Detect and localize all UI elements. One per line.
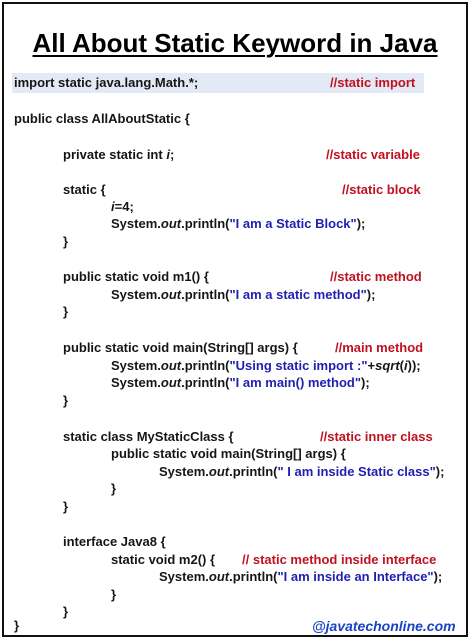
static-block-assign: i=4;	[111, 199, 134, 215]
print-prefix: System.	[111, 375, 161, 390]
sqrt-close: ));	[407, 358, 421, 373]
print-prefix: System.	[159, 569, 209, 584]
main-close: }	[63, 393, 69, 408]
print-out: out	[208, 569, 230, 584]
print-close: );	[433, 569, 443, 584]
static-block-close: }	[63, 234, 69, 249]
m2-comment: // static method inside interface	[242, 552, 437, 567]
sqrt-arg: i	[404, 358, 408, 373]
static-block-msg: "I am a Static Block"	[229, 216, 357, 231]
open-paren: (	[399, 358, 404, 373]
interface-declaration: interface Java8 {	[63, 534, 166, 549]
m1-comment: //static method	[330, 269, 422, 284]
m2-msg: "I am inside an Interface"	[277, 569, 434, 584]
print-close: );	[435, 464, 445, 479]
var-prefix: private static int	[63, 147, 167, 162]
page-title: All About Static Keyword in Java	[32, 28, 438, 58]
inner-class-close: }	[63, 499, 69, 514]
print-out: out	[208, 464, 230, 479]
code-card: All About Static Keyword in Java import …	[2, 2, 468, 637]
print-method: .println(	[181, 358, 230, 373]
import-statement: import static java.lang.Math.*;	[14, 75, 199, 90]
print-method: .println(	[229, 464, 278, 479]
class-declaration: public class AllAboutStatic {	[14, 111, 190, 126]
static-block-open: static {	[63, 182, 106, 197]
interface-close: }	[63, 604, 69, 619]
static-block-println: System.out.println("I am a Static Block"…	[111, 216, 365, 232]
main-declaration: public static void main(String[] args) {	[63, 340, 298, 355]
print-prefix: System.	[111, 287, 161, 302]
inner-main-close: }	[111, 481, 117, 496]
import-comment: //static import	[330, 75, 416, 90]
static-block-comment: //static block	[342, 182, 421, 197]
plus-sign: +	[367, 358, 376, 373]
inner-main-declaration: public static void main(String[] args) {	[111, 446, 346, 461]
print-out: out	[160, 287, 182, 302]
inner-class-comment: //static inner class	[320, 429, 433, 444]
print-prefix: System.	[111, 216, 161, 231]
print-out: out	[160, 358, 182, 373]
m2-println: System.out.println("I am inside an Inter…	[159, 569, 442, 585]
inner-println: System.out.println(" I am inside Static …	[159, 464, 444, 480]
main-comment: //main method	[335, 340, 424, 355]
print-close: );	[356, 216, 366, 231]
inner-msg: " I am inside Static class"	[277, 464, 436, 479]
print-method: .println(	[229, 569, 278, 584]
m2-close: }	[111, 587, 117, 602]
static-variable-line: private static int i;	[63, 147, 174, 163]
m1-declaration: public static void m1() {	[63, 269, 209, 284]
print-method: .println(	[181, 287, 230, 302]
m1-close: }	[63, 304, 69, 319]
main-println-1: System.out.println("Using static import …	[111, 358, 421, 374]
var-name: i	[166, 147, 170, 162]
m2-declaration: static void m2() {	[111, 552, 216, 567]
print-method: .println(	[181, 216, 230, 231]
main-msg-2: "I am main() method"	[229, 375, 361, 390]
inner-class-declaration: static class MyStaticClass {	[63, 429, 234, 444]
footer-watermark: @javatechonline.com	[312, 618, 456, 634]
assign-var: i	[111, 199, 115, 214]
sqrt-name: sqrt	[375, 358, 400, 373]
main-msg-1: "Using static import :"	[229, 358, 368, 373]
assign-rest: =4;	[114, 199, 134, 214]
print-close: );	[361, 375, 370, 390]
print-prefix: System.	[159, 464, 209, 479]
main-println-2: System.out.println("I am main() method")…	[111, 375, 370, 391]
print-close: );	[366, 287, 376, 302]
print-method: .println(	[181, 375, 230, 390]
m1-msg: "I am a static method"	[229, 287, 367, 302]
print-out: out	[160, 375, 182, 390]
var-comment: //static variable	[326, 147, 420, 162]
var-semicolon: ;	[169, 147, 175, 162]
print-prefix: System.	[111, 358, 161, 373]
class-close: }	[14, 618, 20, 633]
import-highlight	[12, 73, 424, 93]
print-out: out	[160, 216, 182, 231]
m1-println: System.out.println("I am a static method…	[111, 287, 375, 303]
